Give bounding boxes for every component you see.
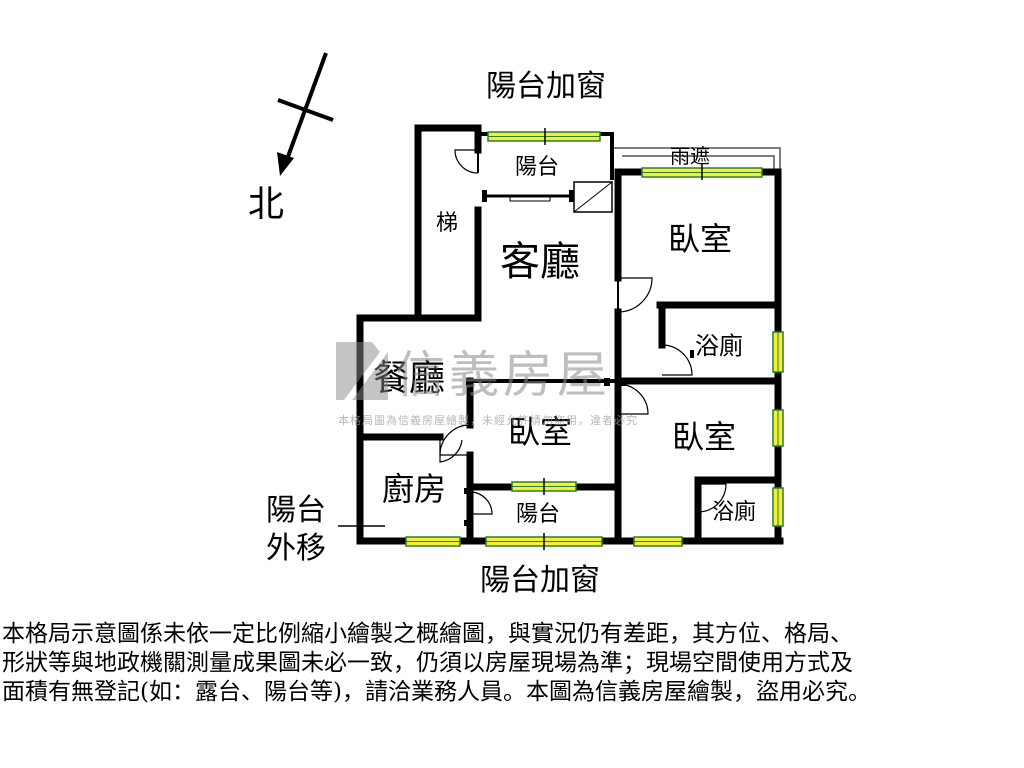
label-bath-2: 浴廁: [712, 500, 756, 525]
disclaimer-line-3: 面積有無登記(如：露台、陽台等)，請洽業務人員。本圖為信義房屋繪製，盜用必究。: [2, 679, 871, 705]
watermark-brand: 信義房屋: [395, 346, 611, 404]
label-bedroom-center: 臥室: [508, 413, 572, 451]
label-balcony-bottom: 陽台: [516, 502, 560, 527]
room-labels: 陽台加窗 陽台 雨遮 梯 客廳 臥室 浴廁 餐廳 臥室 臥室 廚房 陽台 浴廁 …: [266, 69, 756, 598]
label-balcony-moved-1: 陽台: [266, 493, 326, 528]
sliding-door: [482, 190, 574, 202]
window-center-bedroom: [511, 478, 577, 495]
window-kitchen: [405, 536, 461, 547]
label-rain-cover: 雨遮: [670, 144, 710, 168]
north-arrow-icon: [277, 52, 334, 176]
label-balcony-moved-2: 外移: [266, 531, 326, 566]
window-se-bedroom: [772, 409, 784, 447]
windows: [405, 128, 784, 550]
label-balcony-top: 陽台: [515, 155, 559, 180]
door-stops: [464, 192, 694, 526]
door-stairs-icon: [454, 149, 479, 174]
window-se-bottom: [633, 536, 683, 547]
label-bedroom-ne: 臥室: [668, 220, 732, 258]
label-living-room: 客廳: [500, 239, 580, 285]
watermark-logo: [336, 342, 388, 400]
label-bath-1: 浴廁: [695, 332, 743, 360]
label-kitchen: 廚房: [382, 470, 446, 508]
door-bath-2-icon: [697, 483, 727, 513]
disclaimer-line-2: 形狀等與地政機關測量成果圖未必一致，仍須以房屋現場為準；現場空間使用方式及: [2, 650, 853, 676]
window-bath-1: [772, 331, 784, 373]
north-label: 北: [248, 184, 284, 225]
label-bedroom-se: 臥室: [672, 418, 736, 456]
rain-cover: [614, 147, 781, 172]
door-bath-1-icon: [661, 344, 693, 376]
label-stairs: 梯: [436, 211, 458, 236]
watermark-notice: 本格局圖為信義房屋繪製，未經允許請勿盜用，違者必究: [338, 414, 638, 427]
window-bath-2: [772, 487, 784, 527]
door-kitchen-icon: [439, 437, 463, 463]
disclaimer: 本格局示意圖係未依一定比例縮小繪製之概繪圖，與實況仍有差距，其方位、格局、 形狀…: [2, 620, 1022, 707]
window-top-balcony: [487, 128, 601, 145]
floor-plan: 北: [248, 52, 784, 598]
disclaimer-line-1: 本格局示意圖係未依一定比例縮小繪製之概繪圖，與實況仍有差距，其方位、格局、: [2, 621, 853, 647]
door-bottom-balcony-icon: [469, 491, 493, 515]
label-balcony-window-bottom: 陽台加窗: [480, 563, 600, 598]
label-balcony-window-top: 陽台加窗: [486, 69, 606, 104]
window-bottom-balcony: [485, 533, 603, 550]
door-se-bedroom-icon: [617, 383, 649, 415]
utility-box-icon: [573, 181, 613, 213]
door-ne-bedroom-icon: [617, 277, 653, 313]
door-center-bedroom-icon: [439, 424, 471, 456]
window-ne-bedroom: [641, 164, 763, 180]
